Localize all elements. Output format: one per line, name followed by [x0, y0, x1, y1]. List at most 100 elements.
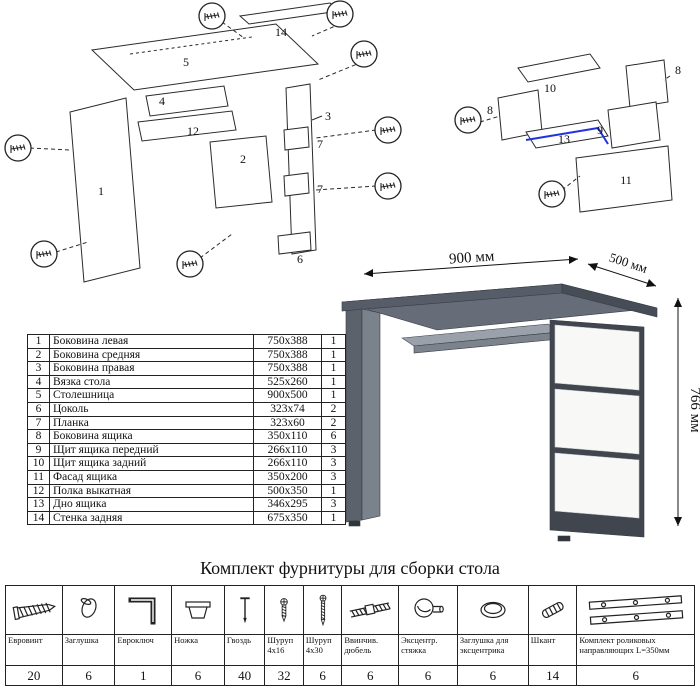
hardware-qty: 40	[223, 665, 266, 686]
part-name: Боковина средняя	[49, 347, 254, 363]
hardware-table: Евровинт Заглушка Евроключ Ножка Гвоздь …	[5, 585, 695, 686]
drawer-side-8r	[625, 59, 669, 109]
part-size: 323x74	[253, 401, 322, 417]
part-label-7a: 7	[317, 137, 323, 151]
part-size: 675x350	[253, 510, 322, 526]
panel-left-1	[69, 97, 141, 283]
part-label-14: 14	[275, 25, 287, 39]
left-panel-inner	[361, 308, 381, 521]
hexkey-icon	[128, 597, 156, 625]
part-name: Вязка стола	[49, 374, 254, 390]
dimension-height: 766 мм	[674, 298, 700, 526]
part-label-6: 6	[297, 252, 303, 266]
exploded-desk-diagram: 14 5 4 12 2 3 7 7 1 6	[4, 0, 402, 283]
part-num: 14	[27, 510, 50, 526]
width-label: 900 мм	[449, 250, 496, 268]
panel-right-3	[285, 83, 317, 255]
desk-top-right-edge	[561, 283, 658, 318]
hardware-qty: 6	[171, 665, 225, 686]
hardware-qty-row: 20 6 1 6 40 32 6 6 6 6 14 6	[5, 665, 695, 686]
part-label-4: 4	[159, 94, 165, 108]
cam-cap-icon	[480, 601, 506, 619]
fastener-callouts	[454, 106, 566, 208]
part-qty: 1	[321, 388, 346, 403]
part-name: Боковина правая	[49, 361, 254, 376]
hardware-name: Заглушка	[61, 634, 116, 666]
drawer-front-3	[554, 452, 640, 519]
drawer-front-1	[554, 324, 640, 391]
part-qty: 3	[321, 469, 346, 485]
part-size: 346x295	[253, 497, 322, 512]
part-qty: 1	[321, 483, 346, 499]
part-num: 10	[27, 456, 50, 471]
panel-shelf-12	[137, 110, 237, 142]
dimension-width: 900 мм	[363, 250, 579, 277]
part-label-5: 5	[183, 55, 189, 69]
part-num: 8	[27, 429, 50, 444]
hardware-qty: 6	[576, 665, 695, 686]
part-name: Боковина ящика	[49, 429, 254, 444]
hardware-name: Евроключ	[114, 634, 173, 666]
part-size: 323x60	[253, 415, 322, 431]
hardware-title: Комплект фурнитуры для сборки стола	[200, 558, 500, 578]
part-num: 4	[27, 374, 50, 390]
foot-icon	[185, 601, 211, 619]
part-size: 500x350	[253, 483, 322, 499]
hardware-qty: 32	[264, 665, 304, 686]
hardware-name: Ввинчив. дюбель	[341, 634, 400, 666]
part-size: 900x500	[253, 388, 322, 403]
dowel-icon	[541, 602, 564, 618]
part-size: 525x260	[253, 374, 322, 390]
hardware-name: Эксцентр. стяжка	[398, 634, 458, 666]
part-size: 266x110	[253, 442, 322, 458]
hardware-name: Евровинт	[5, 634, 63, 666]
cap-icon	[80, 597, 97, 618]
part-num: 12	[27, 483, 50, 499]
part-label-3: 3	[325, 109, 331, 123]
part-label-11: 11	[620, 173, 632, 187]
euroscrew-icon	[12, 602, 56, 621]
part-num: 7	[27, 415, 50, 431]
part-qty: 3	[321, 456, 346, 471]
part-size: 266x110	[253, 456, 322, 471]
drawer-back-10	[517, 53, 601, 83]
part-name: Щит ящика задний	[49, 456, 254, 471]
part-name: Полка выкатная	[49, 483, 254, 499]
part-size: 750x388	[253, 347, 322, 363]
drawer-slides-icon	[588, 595, 683, 625]
part-label-8l: 8	[487, 103, 493, 117]
part-num: 9	[27, 442, 50, 458]
hardware-qty: 6	[341, 665, 400, 686]
part-name: Планка	[49, 415, 254, 431]
hardware-name: Ножка	[171, 634, 225, 666]
hardware-names-row: Евровинт Заглушка Евроключ Ножка Гвоздь …	[5, 634, 695, 666]
hardware-qty: 6	[61, 665, 116, 686]
part-name: Дно ящика	[49, 497, 254, 512]
panel-middle-2	[209, 135, 273, 209]
hardware-name: Заглушка для эксцентрика	[456, 634, 529, 666]
screw-30-icon	[319, 594, 327, 627]
desk-render: 900 мм 500 мм 766 мм	[341, 250, 700, 542]
panel-plinth-6	[277, 231, 312, 255]
panel-back-14	[238, 2, 341, 25]
exploded-drawer-diagram: 10 8 8 9 13 11	[454, 53, 681, 213]
part-qty: 1	[321, 347, 346, 363]
hardware-icons-row	[5, 585, 695, 635]
part-num: 5	[27, 388, 50, 403]
part-qty: 3	[321, 497, 346, 512]
part-label-12: 12	[187, 124, 199, 138]
foot-right	[557, 535, 571, 542]
part-label-10: 10	[544, 81, 556, 95]
hardware-qty: 6	[398, 665, 458, 686]
